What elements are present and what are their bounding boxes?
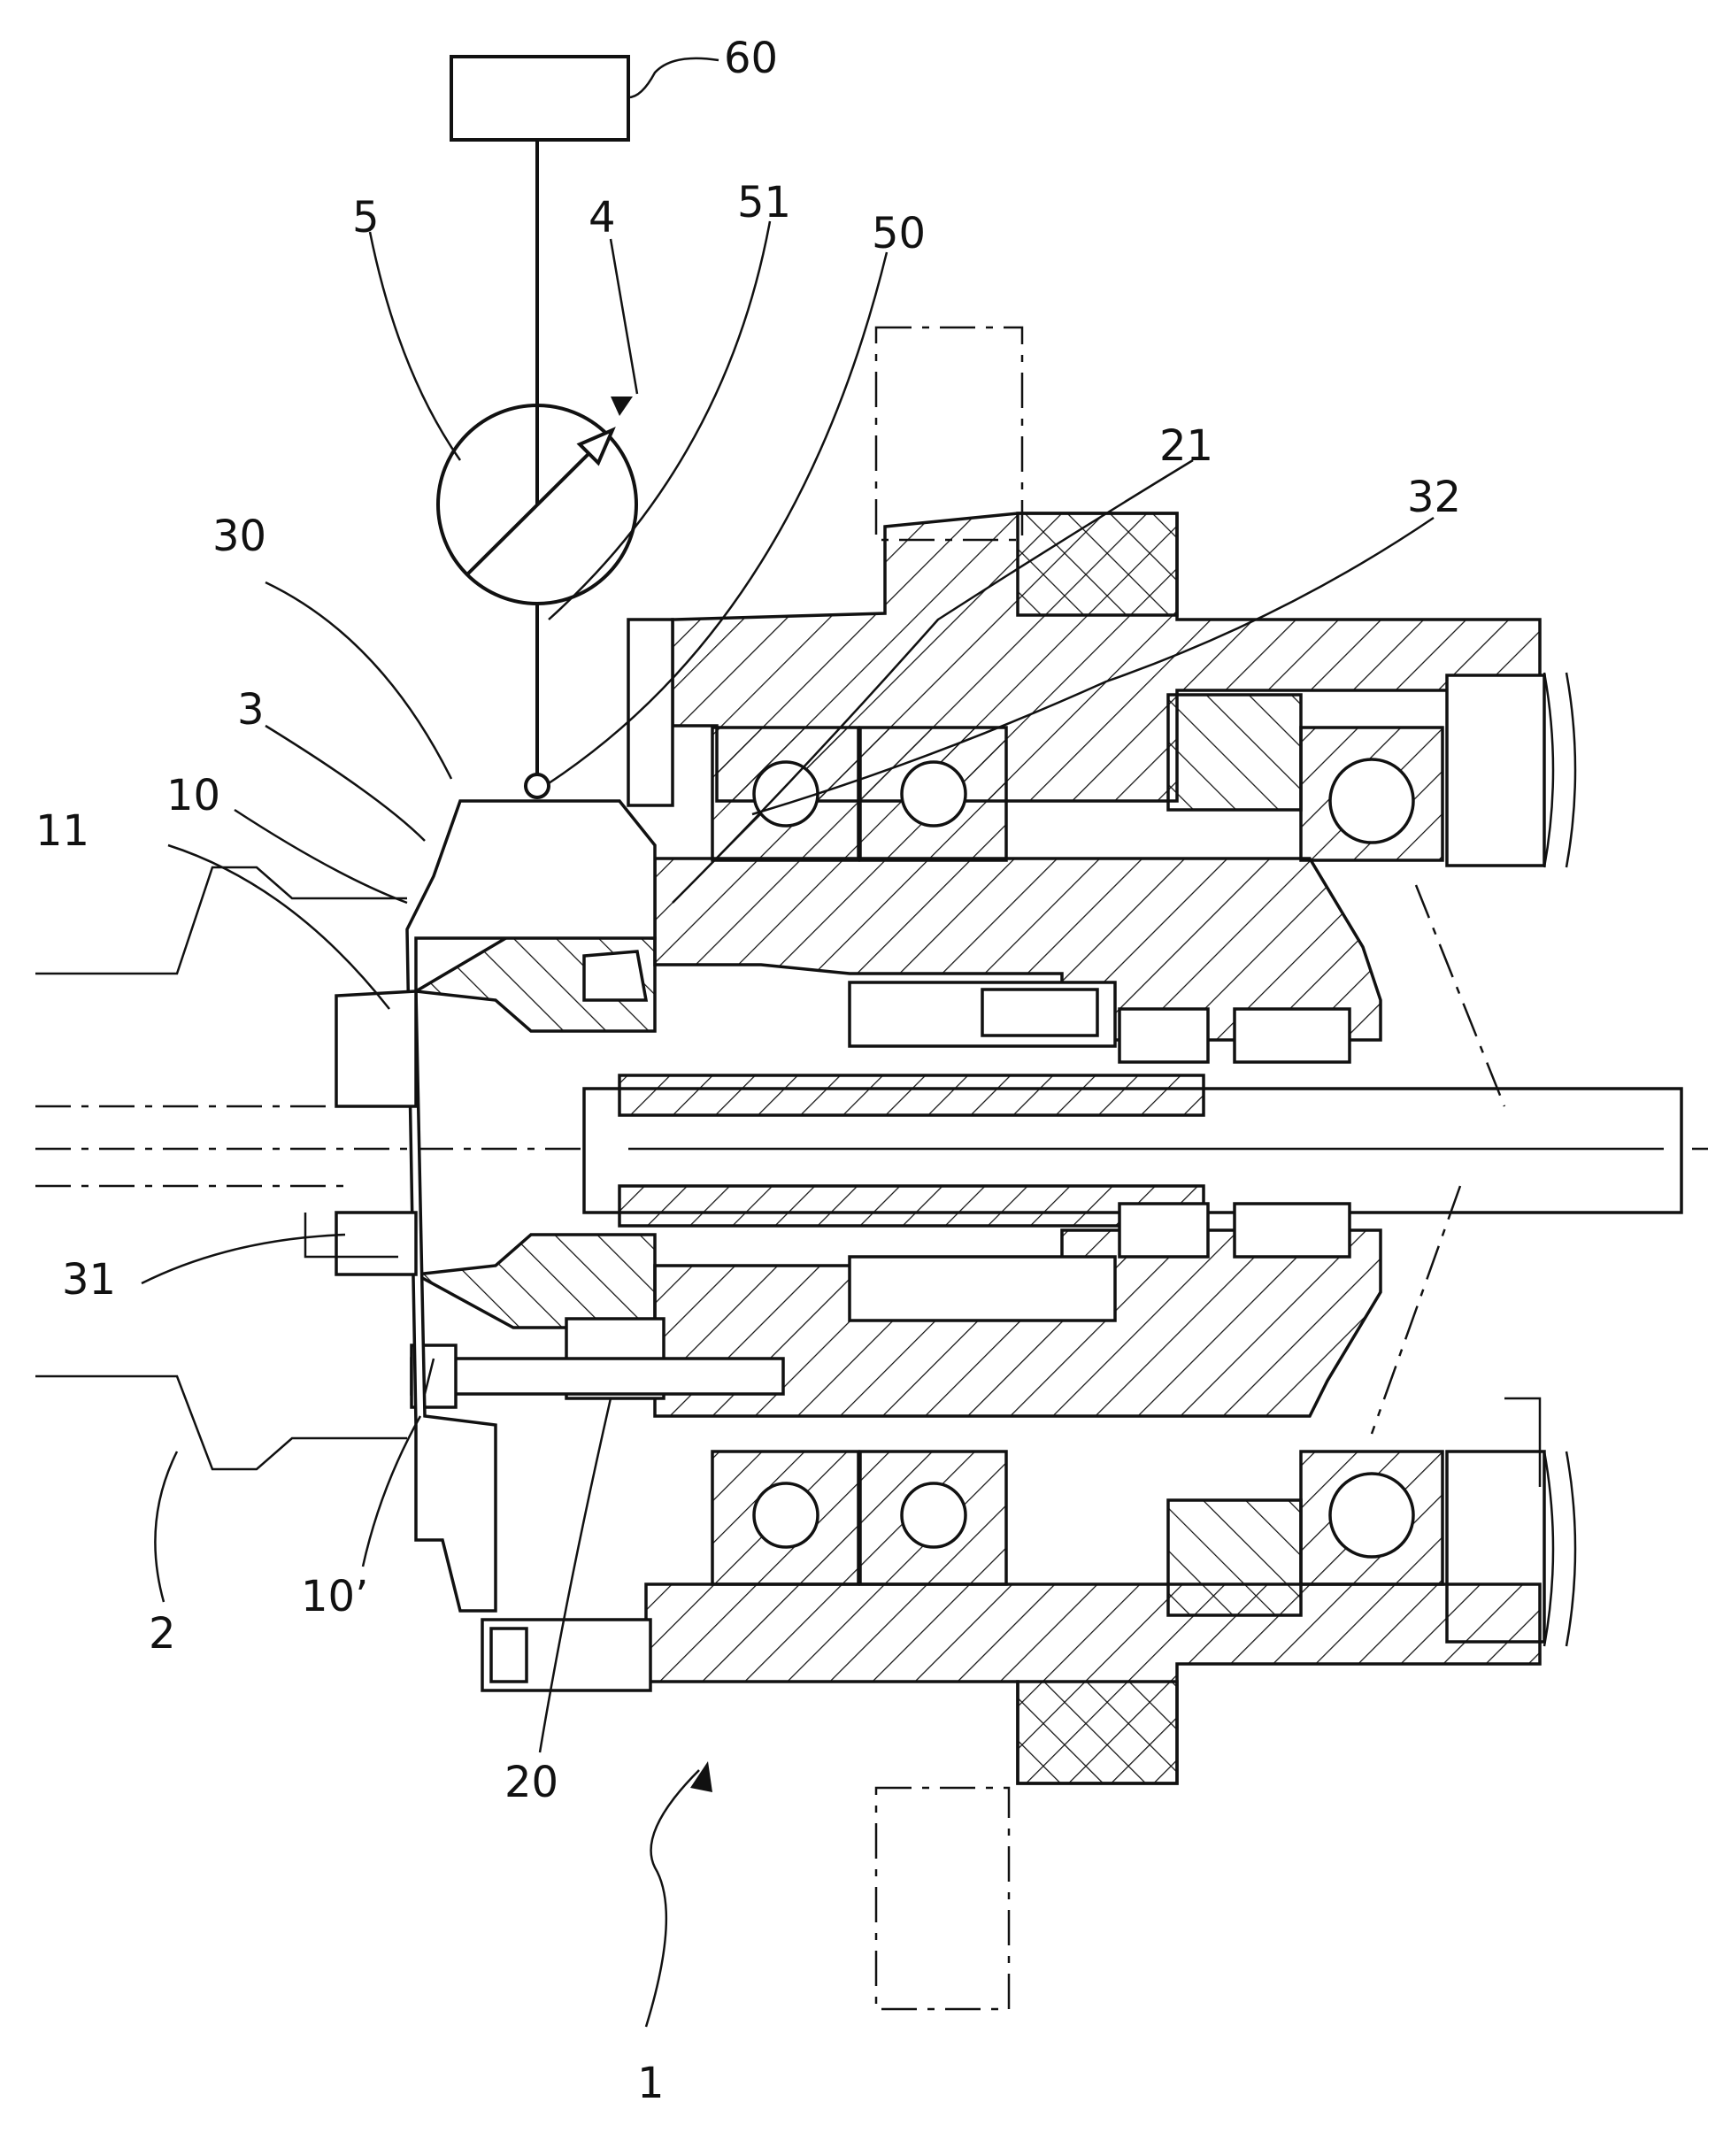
label-3: 3 <box>237 685 265 735</box>
label-4: 4 <box>589 193 616 243</box>
label-11: 11 <box>35 806 89 856</box>
housing-lower <box>646 1584 1540 1783</box>
probe-tip-50 <box>526 774 549 797</box>
leader-4 <box>611 239 637 394</box>
label-21: 21 <box>1159 421 1213 471</box>
label-20: 20 <box>504 1758 558 1807</box>
label-32: 32 <box>1407 473 1461 522</box>
label-1: 1 <box>637 2059 665 2108</box>
label-5: 5 <box>352 193 380 243</box>
label-50: 50 <box>872 209 926 258</box>
label-2: 2 <box>149 1609 176 1659</box>
label-60: 60 <box>724 34 778 83</box>
label-10: 10 <box>166 771 220 820</box>
label-30: 30 <box>212 512 266 561</box>
arrow-4-head <box>611 397 633 416</box>
spindle-nose-profile <box>35 867 407 1469</box>
reference-labels: 60 5 4 51 50 21 32 30 3 10 11 31 2 10’ 2… <box>35 34 1461 2108</box>
label-51: 51 <box>737 178 791 227</box>
label-31: 31 <box>62 1255 116 1305</box>
label-10-prime: 10’ <box>301 1572 368 1621</box>
